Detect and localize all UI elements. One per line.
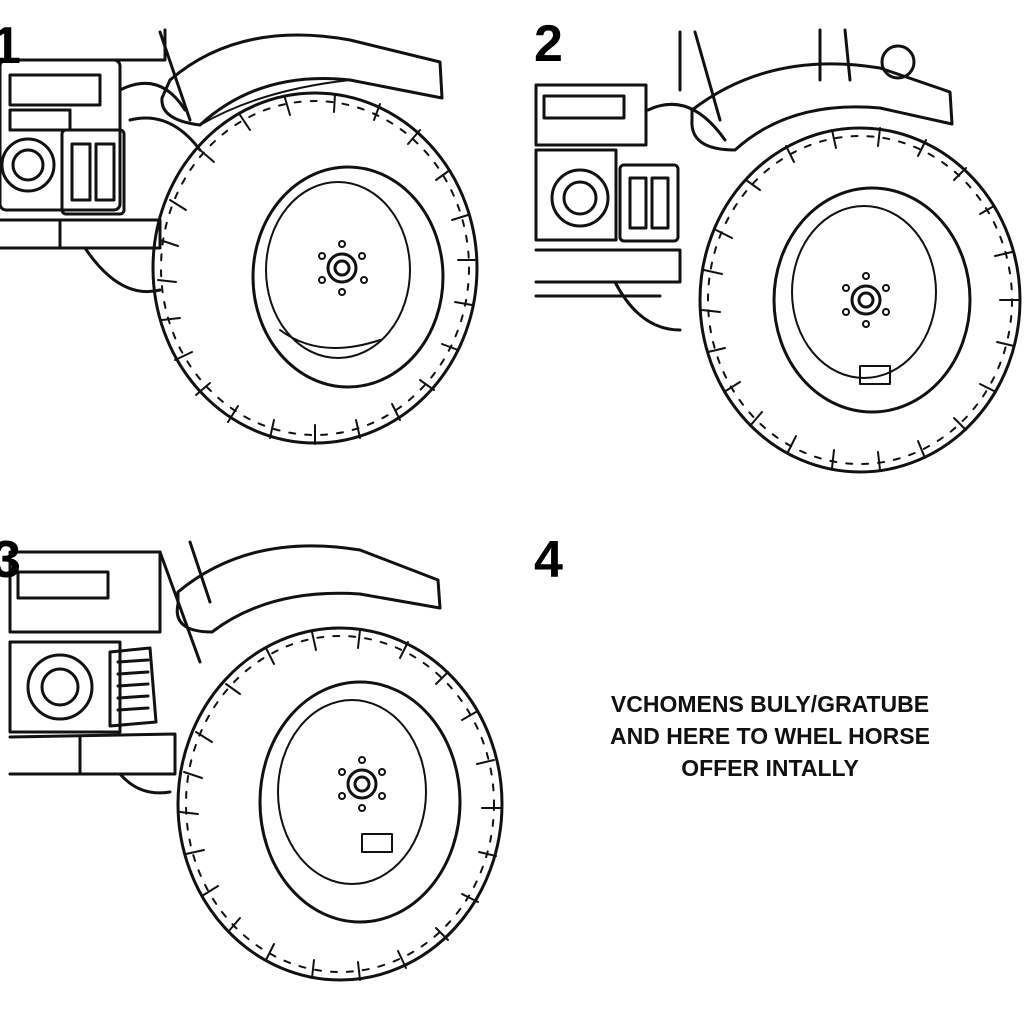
fender	[160, 33, 444, 127]
tire	[698, 126, 1022, 474]
fender	[175, 544, 442, 634]
step-2-panel: 2	[520, 0, 1024, 500]
tractor-wheel-illustration	[0, 28, 479, 445]
step-number: 4	[534, 531, 563, 589]
caption-line: VCHOMENS BULY/GRATUBE	[610, 691, 930, 717]
caption-line: OFFER INTALLY	[681, 755, 859, 781]
tire	[176, 626, 504, 982]
step-3-panel: 3	[0, 512, 512, 1024]
step-1-panel: 1	[0, 0, 512, 500]
step-number: 3	[0, 531, 21, 589]
caption-line: AND HERE TO WHEL HORSE	[610, 723, 930, 749]
step-caption: VCHOMENS BULY/GRATUBE AND HERE TO WHEL H…	[540, 688, 1000, 784]
step-number: 2	[534, 15, 563, 73]
tractor-wheel-illustration	[8, 540, 504, 982]
tractor-wheel-illustration	[534, 28, 1022, 474]
step-4-panel: 4 VCHOMENS BULY/GRATUBE AND HERE TO WHEL…	[520, 512, 1024, 1024]
engine-block	[8, 540, 212, 795]
engine-block	[0, 28, 202, 294]
step-number: 1	[0, 17, 21, 75]
tire	[151, 91, 479, 445]
engine-block	[534, 28, 916, 332]
fender	[690, 62, 954, 152]
